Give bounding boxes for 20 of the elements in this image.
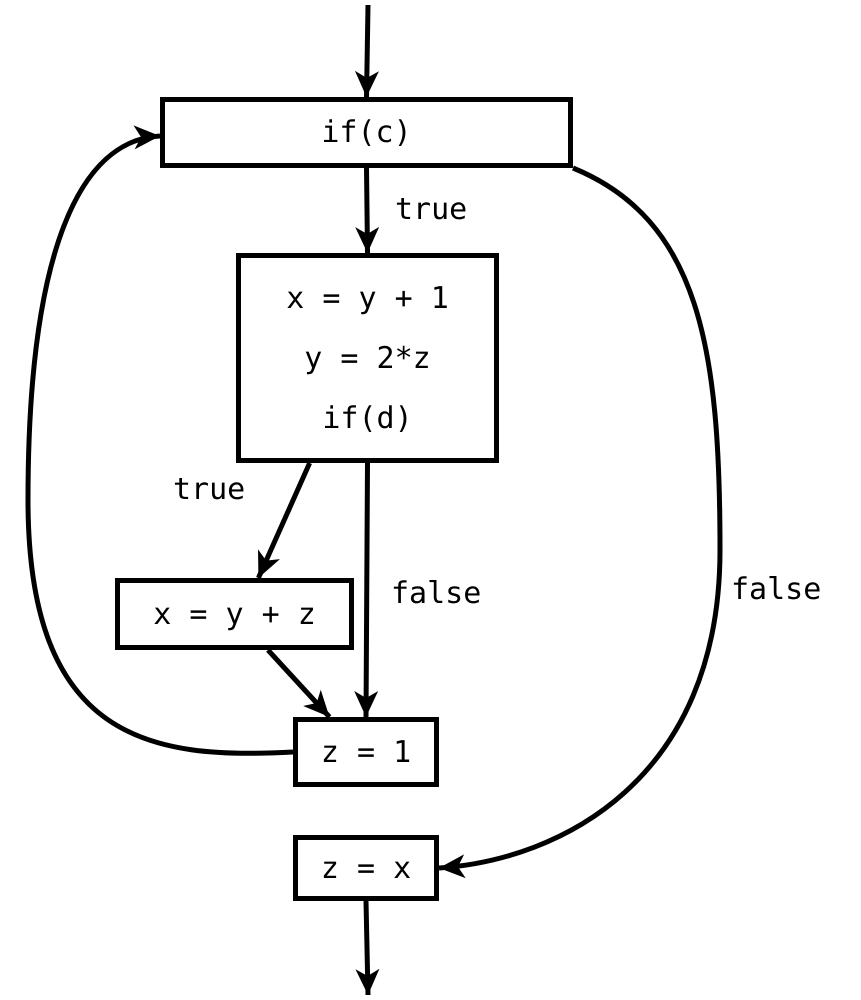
arrow (256, 462, 312, 580)
process-box (293, 717, 439, 787)
arrow (266, 648, 332, 719)
arrow (354, 4, 379, 98)
statement-text: z = x (320, 852, 412, 884)
arrow (355, 168, 380, 254)
process-box (160, 97, 573, 168)
process-box (293, 835, 439, 901)
process-box (115, 578, 354, 650)
statement-text: z = 1 (320, 736, 412, 768)
statement-text: x = y + 1 (286, 282, 449, 314)
process-box (236, 253, 499, 463)
arrow (354, 462, 378, 718)
statement-text: x = y + z (153, 598, 316, 630)
statement-text: if(c) (321, 116, 412, 149)
statement-text: y = 2*z (304, 342, 431, 374)
arrow (355, 900, 380, 996)
statement-text: if(d) (322, 402, 413, 434)
arrow (26, 128, 294, 756)
arrow (438, 166, 722, 877)
